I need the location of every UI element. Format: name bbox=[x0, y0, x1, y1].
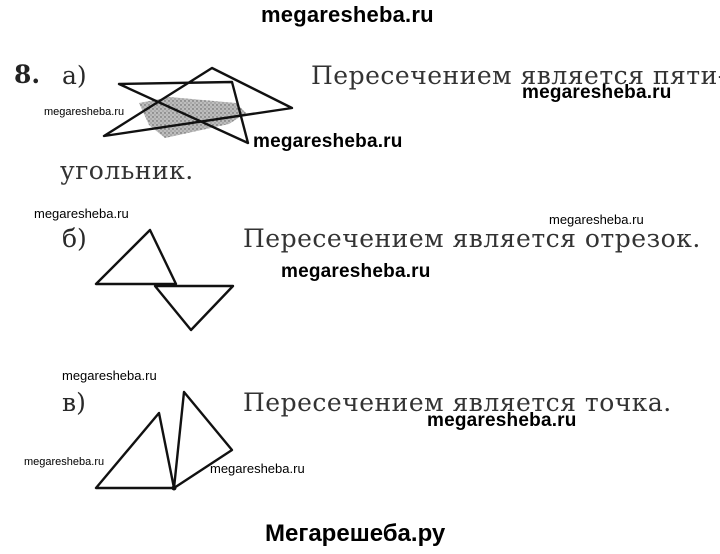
part-c-answer: Пересечением является точка. bbox=[243, 388, 672, 417]
figure-a bbox=[102, 66, 294, 145]
watermark-c-left: megaresheba.ru bbox=[24, 456, 105, 468]
triangle-a2 bbox=[117, 80, 250, 145]
header-watermark: megaresheba.ru bbox=[261, 2, 434, 27]
footer-title: Мегарешеба.ру bbox=[265, 520, 446, 547]
figure-b bbox=[94, 228, 235, 332]
watermark-c-top: megaresheba.ru bbox=[62, 368, 157, 383]
part-b-label: б) bbox=[62, 224, 87, 253]
watermark-b-right: megaresheba.ru bbox=[549, 212, 644, 227]
part-b-answer: Пересечением является отрезок. bbox=[243, 224, 701, 253]
watermark-c-mid: megaresheba.ru bbox=[210, 461, 305, 476]
part-a-answer-line1: Пересечением является пяти- bbox=[311, 61, 720, 90]
common-point bbox=[171, 485, 177, 491]
watermark-a-left: megaresheba.ru bbox=[44, 106, 125, 118]
triangle-b1 bbox=[94, 228, 178, 286]
watermark-b-bold: megaresheba.ru bbox=[281, 261, 431, 282]
figure-c bbox=[94, 390, 234, 491]
part-a-answer-line2: угольник. bbox=[60, 156, 194, 185]
watermark-a-right: megaresheba.ru bbox=[522, 82, 672, 103]
part-c-label: в) bbox=[62, 388, 86, 417]
triangle-c2 bbox=[172, 390, 234, 490]
watermark-a-bold: megaresheba.ru bbox=[253, 131, 403, 152]
exercise-number: 8. bbox=[14, 60, 41, 89]
watermark-b-left: megaresheba.ru bbox=[34, 206, 129, 221]
watermark-c-bold: megaresheba.ru bbox=[427, 410, 577, 431]
part-a-label: а) bbox=[62, 61, 87, 90]
triangle-c1 bbox=[94, 411, 176, 490]
triangle-b2 bbox=[153, 284, 235, 332]
